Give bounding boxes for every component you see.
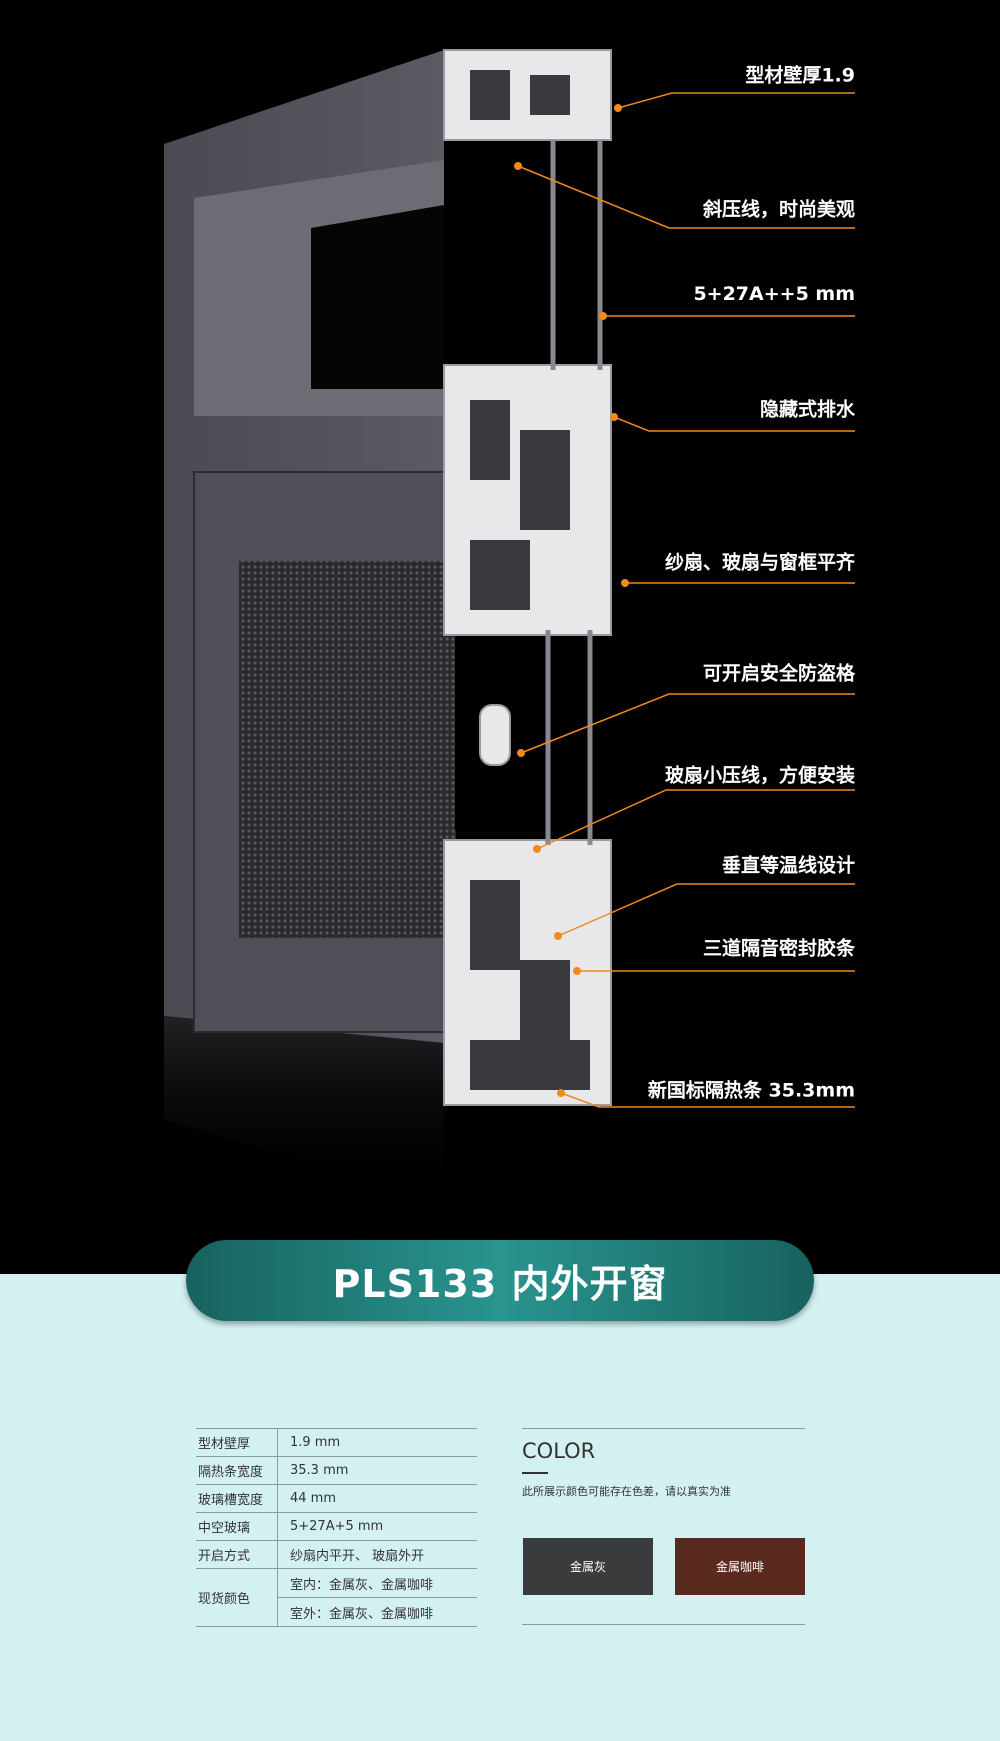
spec-key: 型材壁厚 [196,1429,278,1456]
callout-label: 型材壁厚1.9 [745,64,855,87]
callout-label: 5+27A++5 mm [693,283,855,305]
spec-value: 5+27A+5 mm [290,1519,384,1534]
swatch-label: 金属咖啡 [715,1560,764,1574]
spec-key: 隔热条宽度 [196,1457,278,1484]
callout-dots [514,104,629,1097]
callout-label: 玻扇小压线，方便安装 [664,764,855,787]
product-title-banner: PLS133 内外开窗 [186,1240,814,1321]
spec-value: 35.3 mm [290,1463,349,1478]
spec-value: 纱扇内平开、 玻扇外开 [290,1549,425,1564]
swatch-metal-gray[interactable]: 金属灰 [523,1538,653,1595]
callout-label: 隐藏式排水 [759,398,855,421]
callout-leader-lines [517,92,855,1108]
spec-key: 开启方式 [196,1541,278,1568]
color-note: 此所展示颜色可能存在色差，请以真实为准 [522,1485,731,1498]
spec-table: 型材壁厚 1.9 mm 隔热条宽度 35.3 mm 玻璃槽宽度 44 mm 中空玻璃 5… [196,1428,477,1627]
spec-value-indoor: 室内：金属灰、金属咖啡 [278,1569,477,1598]
spec-key: 中空玻璃 [196,1513,278,1540]
spec-value: 44 mm [290,1491,337,1506]
callout-label: 垂直等温线设计 [721,854,855,877]
table-row: 隔热条宽度 35.3 mm [196,1457,477,1485]
callout-label: 可开启安全防盗格 [702,662,855,685]
table-row: 玻璃槽宽度 44 mm [196,1485,477,1513]
spec-key: 现货颜色 [196,1569,278,1626]
product-hero: 型材壁厚1.9 斜压线，时尚美观 5+27A++5 mm 隐藏式排水 纱扇、玻扇… [0,0,1000,1274]
spec-key: 玻璃槽宽度 [196,1485,278,1512]
table-row: 型材壁厚 1.9 mm [196,1429,477,1457]
callout-label: 斜压线，时尚美观 [702,198,855,221]
swatch-label: 金属灰 [569,1560,606,1574]
table-row: 现货颜色 室内：金属灰、金属咖啡室外：金属灰、金属咖啡 [196,1569,477,1627]
spec-value: 1.9 mm [290,1435,341,1450]
color-title: COLOR [522,1439,596,1463]
table-row: 开启方式纱扇内平开、 玻扇外开 [196,1541,477,1569]
product-title: PLS133 内外开窗 [332,1262,668,1306]
swatch-metal-coffee[interactable]: 金属咖啡 [675,1538,805,1595]
callout-label: 纱扇、玻扇与窗框平齐 [664,551,855,574]
color-section: COLOR 此所展示颜色可能存在色差，请以真实为准 金属灰 金属咖啡 [522,1428,805,1625]
divider [522,1472,548,1474]
spec-value-outdoor: 室外：金属灰、金属咖啡 [290,1607,434,1622]
callout-label: 三道隔音密封胶条 [702,937,855,960]
window-profile-illustration [164,49,855,1200]
table-row: 中空玻璃 5+27A+5 mm [196,1513,477,1541]
callout-label: 新国标隔热条 35.3mm [647,1079,855,1102]
